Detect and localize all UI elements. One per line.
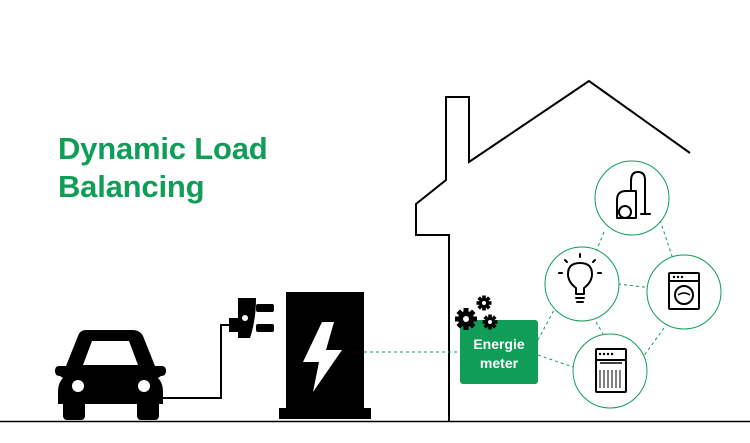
diagram-title: Dynamic Load Balancing bbox=[58, 130, 268, 206]
plug-icon bbox=[229, 298, 274, 338]
vacuum-node bbox=[594, 160, 670, 236]
gears-icon bbox=[455, 295, 498, 330]
dishwasher-buttons bbox=[598, 352, 614, 356]
light-node bbox=[544, 246, 620, 322]
washing-machine-buttons bbox=[672, 275, 684, 279]
energy-meter-label-1: Energie bbox=[473, 336, 525, 352]
dishwasher-node bbox=[572, 333, 648, 409]
charging-station-icon bbox=[279, 292, 371, 419]
charging-cable bbox=[163, 324, 230, 399]
house-outline bbox=[415, 79, 691, 421]
title-line-1: Dynamic Load bbox=[58, 131, 268, 166]
washing-machine-node bbox=[646, 254, 722, 330]
vacuum-cleaner-icon bbox=[616, 171, 651, 219]
light-bulb-icon bbox=[558, 253, 602, 303]
energy-meter-label-2: meter bbox=[480, 355, 519, 371]
washing-machine-icon bbox=[668, 272, 700, 310]
title-line-2: Balancing bbox=[58, 169, 205, 204]
dishwasher-icon bbox=[595, 348, 627, 393]
energy-meter: Energie meter bbox=[460, 320, 538, 384]
